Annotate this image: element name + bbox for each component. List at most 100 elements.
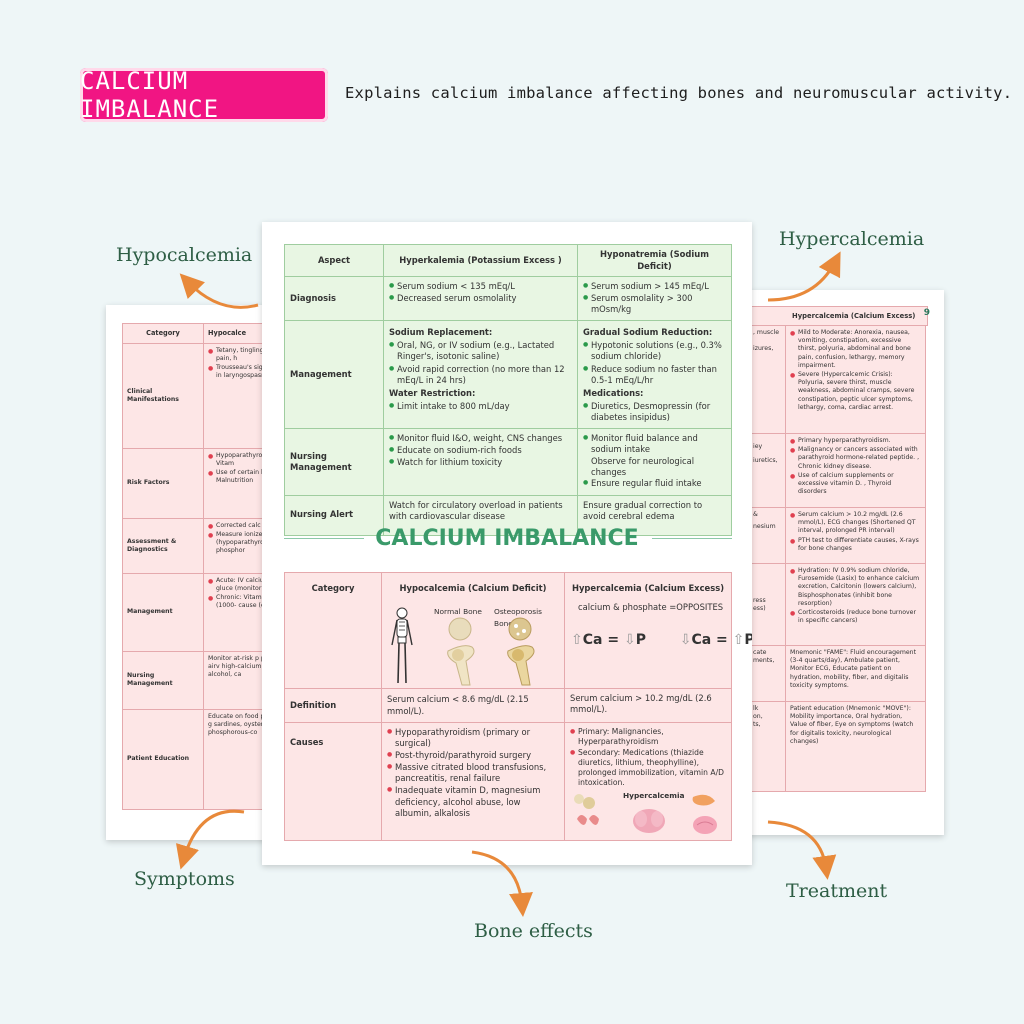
right-item: Malignancy or cancers associated with pa… [790,446,921,471]
right-fragment: ts, [753,721,761,729]
cell-item: Inadequate vitamin D, magnesium deficien… [387,785,559,818]
cell-item: Hypotonic solutions (e.g., 0.3% sodium c… [583,340,726,362]
cell-item: Observe for neurological changes [590,456,695,478]
organs-illustration-icon [574,794,717,834]
label-symptoms: Symptoms [134,868,235,890]
cell-item: Primary: Malignancies, Hyperparathyroidi… [570,727,726,747]
ca-down: Ca [691,632,712,648]
subheading: Sodium Replacement: [389,327,493,338]
label-hypocalcemia: Hypocalcemia [116,244,253,266]
cell-item: Massive citrated blood transfusions, pan… [387,762,559,784]
subheading: Gradual Sodium Reduction: [582,327,713,338]
arrow-hypercalcemia [767,251,841,302]
ca-up: Ca [582,632,603,648]
right-fragment: ments, [753,657,775,665]
cell-item: Serum sodium < 135 mEq/L [389,281,572,292]
arrow-treatment [767,820,837,880]
normal-bone-icon [447,617,475,686]
left-row-cat: Patient Education [122,708,204,810]
p-down: P [635,632,646,648]
cell-item: Serum sodium > 145 mEq/L [583,281,726,292]
right-item: Mild to Moderate: Anorexia, nausea, vomi… [790,329,921,370]
cell-item: Watch for circulatory overload in patien… [383,494,578,536]
left-item: Use of certain bisphosphona Malnutrition [208,469,276,485]
col-category: Category [284,572,382,689]
right-fragment: on, [753,713,763,721]
cell-item: Monitor fluid balance and sodium intake [583,433,726,455]
left-item: Acute: IV calciu chloride, gluce (monito… [208,577,276,593]
left-item: Chronic: Vitam calcium (1000- cause (e.g… [208,594,276,610]
cell-item: Reduce sodium no faster than 0.5-1 mEq/L… [583,364,726,386]
left-header-hypo: Hypocalce [203,323,276,344]
label-bone-effects: Bone effects [474,920,593,942]
right-fragment: cate [753,649,767,656]
left-item: Hypoparathyroi disease. Vitam [208,452,276,468]
right-item: Use of calcium supplements or excessive … [790,472,921,497]
equals: = [716,632,728,648]
label-hypercalcemia: Hypercalcemia [779,228,925,250]
subtitle: Explains calcium imbalance affecting bon… [345,84,1013,102]
left-item: Corrected calc [208,522,276,531]
right-header: Hypercalcemia (Calcium Excess) [792,312,916,320]
cell-item: Oral, NG, or IV sodium (e.g., Lactated R… [389,340,572,362]
row-management: Management [284,320,384,430]
cell-item: Educate on sodium-rich foods [389,445,572,456]
subheading: Medications: [582,387,644,398]
cell-item: Ensure regular fluid intake [583,478,726,489]
hypercalcemia-image-label: Hypercalcemia [623,791,685,800]
right-fragment: lk [753,705,759,712]
cell-item: Serum calcium < 8.6 mg/dL (2.15 mmol/L). [381,688,565,723]
cell-item: Monitor fluid I&O, weight, CNS changes [389,433,572,444]
equals: = [607,632,620,648]
cell-item: Avoid rapid correction (no more than 12 … [389,364,572,386]
cell-item: Serum calcium > 10.2 mg/dL (2.6 mmol/L). [564,688,732,723]
right-item: Patient education (Mnemonic "MOVE"): Mob… [785,701,926,792]
right-item: PTH test to differentiate causes, X-rays… [790,537,921,553]
sodium-table: Aspect Hyperkalemia (Potassium Excess ) … [284,244,733,536]
cell-item: Serum osmolality > 300 mOsm/kg [583,293,726,315]
col-hyperkalemia: Hyperkalemia (Potassium Excess ) [383,244,578,277]
right-item: Corticosteroids (reduce bone turnover in… [790,609,921,625]
row-diagnosis: Diagnosis [284,275,384,322]
right-page-number: 9 [923,308,930,318]
right-fragment: iuretics, [753,457,778,465]
left-row-cat: Assessment & Diagnostics [122,517,204,574]
osteoporosis-label: Osteoporosis [494,607,542,616]
right-page: 9 Hypercalcemia (Calcium Excess) , muscl… [748,290,944,835]
osteoporosis-bone-icon [507,617,535,686]
section-title: CALCIUM IMBALANCE [375,526,639,551]
skeleton-icon [391,607,413,684]
row-nursing-management: Nursing Management [284,428,384,496]
center-page: 8 Aspect Hyperkalemia (Potassium Excess … [262,222,752,865]
arrow-hypocalcemia [179,273,259,309]
opposites-note: calcium & phosphate =OPPOSITES [578,602,724,613]
row-definition: Definition [284,688,382,723]
left-row-cat: Management [122,572,204,652]
col-hypocalcemia: Hypocalcemia (Calcium Deficit) [399,583,547,593]
arrow-bone-effects [471,850,533,917]
left-row-cat: Nursing Management [122,650,204,710]
cell-item: Hypoparathyroidism (primary or surgical) [387,727,559,749]
label-treatment: Treatment [786,880,888,902]
right-fragment: nesium [753,523,776,531]
right-item: Primary hyperparathyroidism. [790,437,921,446]
left-row-cat: Risk Factors [122,447,204,519]
col-hypercalcemia: Hypercalcemia (Calcium Excess) [571,583,725,593]
left-item: Measure ionize (hypoparathyro and phosph… [208,531,276,556]
subheading: Water Restriction: [389,387,476,398]
right-fragment: & [753,511,758,518]
cell-item: Secondary: Medications (thiazide diureti… [570,748,726,788]
left-item: Trousseau's sig prolonged QT in laryngos… [208,364,276,380]
right-fragment: ess) [753,605,766,613]
cell-item: Ensure gradual correction to avoid cereb… [576,494,733,536]
p-up: P [744,632,752,648]
cell-item: Post-thyroid/parathyroid surgery [387,750,559,761]
right-item: Hydration: IV 0.9% sodium chloride, Furo… [790,567,921,608]
left-row-cat: Clinical Manifestations [122,342,204,449]
cell-item: Diuretics, Desmopressin (for diabetes in… [583,401,726,423]
normal-bone-label: Normal Bone [434,607,482,616]
cell-item: Decreased serum osmolality [389,293,572,304]
right-fragment: , muscle [753,329,780,336]
